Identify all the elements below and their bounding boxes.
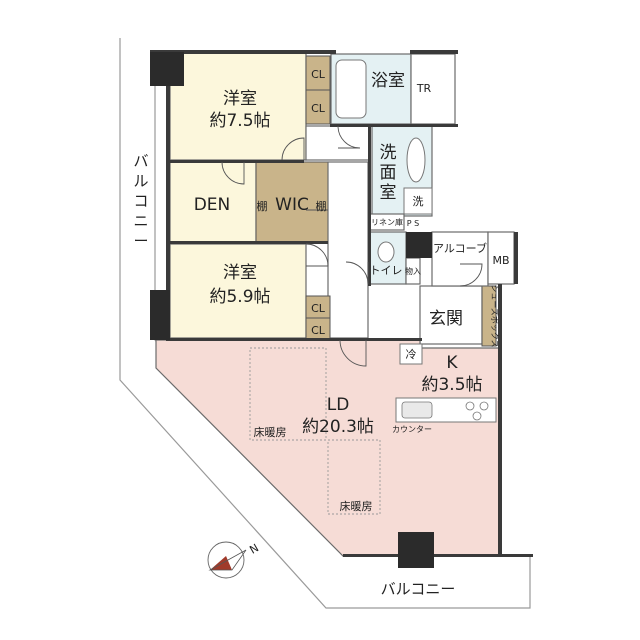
- compass-icon: [207, 541, 247, 579]
- door-western1: [281, 137, 305, 161]
- alcove: [431, 231, 489, 287]
- balcony-left-char-5: ー: [133, 232, 148, 250]
- column-mid-left: [150, 290, 170, 340]
- western2-size: 約5.9帖: [209, 287, 270, 307]
- wall-right: [498, 284, 502, 556]
- wash-label-3: 室: [380, 183, 397, 203]
- door-ld: [339, 339, 367, 367]
- hall-mid: [327, 161, 369, 339]
- wall-top-left: [150, 50, 336, 54]
- alcove-label: アルコーブ: [433, 241, 487, 255]
- stove-2: [479, 401, 489, 411]
- balcony-left-char-4: ニ: [133, 212, 148, 230]
- western1-size: 約7.5帖: [209, 111, 270, 131]
- wash-label-1: 洗: [380, 143, 397, 163]
- ld-name: LD: [327, 395, 350, 415]
- cl-label-4: CL: [311, 324, 326, 337]
- cl-label-2: CL: [311, 102, 326, 115]
- door-bath: [337, 125, 361, 149]
- wall-div-3: [330, 124, 458, 127]
- column-top-left: [150, 52, 184, 86]
- door-entrance: [459, 263, 483, 287]
- storage-label: 物入: [405, 266, 421, 276]
- closet-1: [305, 55, 331, 91]
- wall-div-1: [170, 160, 304, 163]
- bath-tub: [335, 59, 367, 119]
- tr-storage: [410, 53, 456, 125]
- wall-ld-top: [166, 338, 422, 341]
- closet-2: [305, 89, 331, 125]
- wic-room: [255, 161, 329, 243]
- floor-heating-2: [327, 439, 381, 515]
- wash-basin: [406, 137, 426, 183]
- wall-top-right: [410, 50, 458, 54]
- kitchen-size: 約3.5帖: [421, 375, 482, 395]
- door-den: [221, 161, 245, 185]
- balcony-left-outline: [119, 38, 531, 609]
- balcony-bottom-label: バルコニー: [381, 580, 456, 598]
- tr-label: TR: [416, 82, 432, 95]
- sink: [401, 401, 433, 419]
- fridge-space: [399, 343, 423, 365]
- stove-1: [465, 401, 475, 411]
- door-toilet: [345, 261, 369, 285]
- den-label: DEN: [194, 195, 231, 215]
- floor-heating-label-1: 床暖房: [254, 425, 287, 439]
- entrance-label: 玄関: [429, 309, 463, 329]
- wic-shelf-left: 棚: [257, 199, 268, 213]
- fridge-label: 冷: [406, 348, 417, 361]
- bath-label: 浴室: [371, 71, 405, 91]
- balcony-left-char-1: バ: [133, 152, 148, 170]
- compass-north-label: N: [247, 541, 261, 556]
- floor-heating-1: [249, 347, 327, 441]
- shoebox: [481, 285, 497, 347]
- column-ps: [406, 232, 432, 258]
- ld-size: 約20.3帖: [302, 417, 374, 437]
- toilet-bowl: [377, 241, 395, 263]
- door-western2: [305, 243, 329, 267]
- stove-3: [472, 411, 482, 421]
- balcony-left-char-2: ル: [133, 172, 148, 190]
- cl-label-3: CL: [311, 302, 326, 315]
- kitchen-name: K: [446, 353, 458, 373]
- shoebox-label: シューズボックス: [490, 284, 500, 347]
- counter-label: カウンター: [392, 425, 432, 434]
- washer-space: [403, 187, 433, 215]
- western1-name: 洋室: [223, 89, 257, 109]
- wic-shelf-right: 棚: [316, 199, 327, 213]
- wall-right-upper: [514, 232, 518, 284]
- western2-name: 洋室: [223, 263, 257, 283]
- wall-div-2: [170, 241, 328, 244]
- wall-left: [166, 52, 170, 340]
- hall-upper: [305, 125, 371, 161]
- toilet-label: トイレ: [370, 264, 403, 277]
- mb-label: MB: [492, 254, 509, 267]
- ps-label: P S: [407, 219, 419, 228]
- linen-label: リネン庫: [371, 217, 403, 227]
- floor-heating-label-2: 床暖房: [340, 499, 373, 513]
- wall-bottom: [343, 554, 533, 557]
- wash-label-2: 面: [380, 163, 397, 183]
- column-bottom: [398, 532, 434, 568]
- balcony-left-char-3: コ: [133, 192, 148, 210]
- washer-label: 洗: [413, 195, 424, 208]
- wall-wet: [368, 126, 371, 286]
- wic-label: WIC: [275, 195, 309, 215]
- cl-label-1: CL: [311, 68, 326, 81]
